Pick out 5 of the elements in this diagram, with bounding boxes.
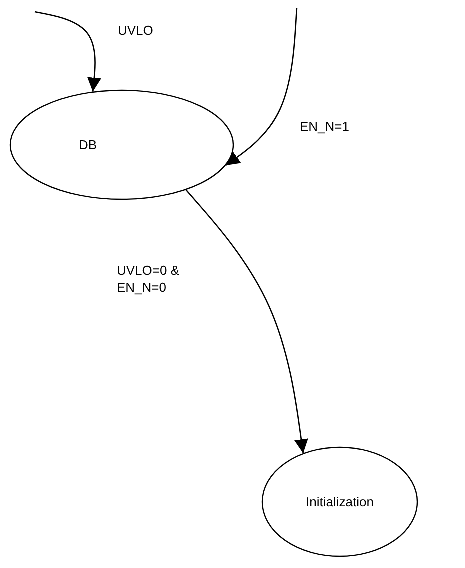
state-name: Initialization — [306, 494, 374, 510]
state-name: DB — [78, 138, 98, 152]
transition-arrow — [225, 8, 298, 166]
transition-arrow — [186, 190, 308, 454]
transition-arrow — [34, 11, 102, 92]
